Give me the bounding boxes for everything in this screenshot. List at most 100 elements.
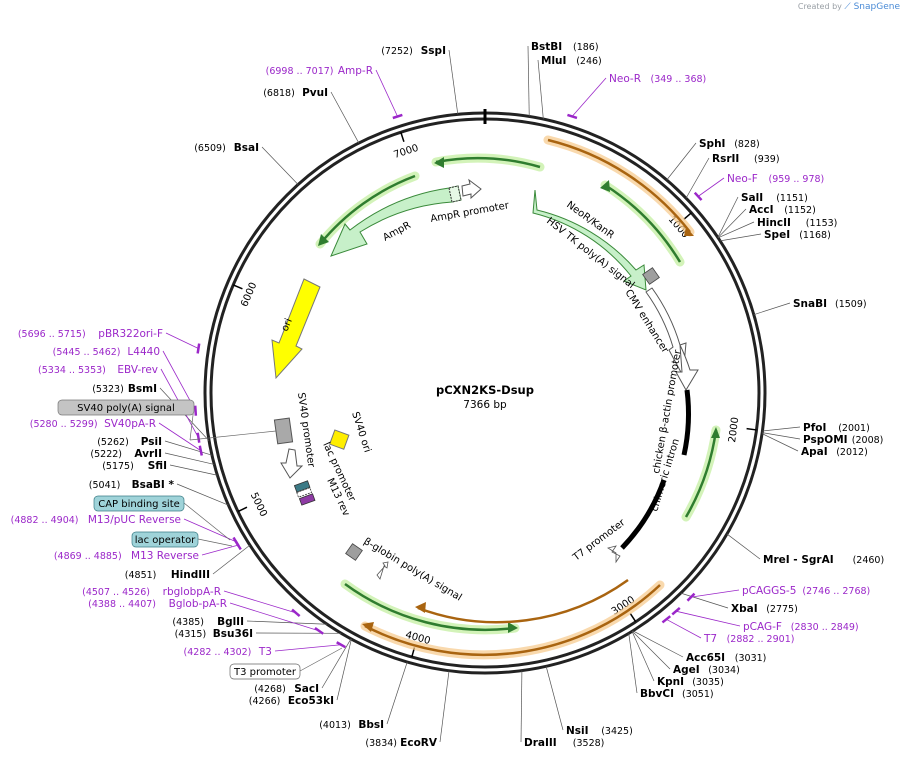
primer-bglob-pa-r[interactable]: Bglob-pA-R	[169, 598, 227, 610]
orf-inner-orange	[417, 578, 629, 624]
primer-m13-puc-reverse[interactable]: M13/pUC Reverse	[88, 514, 181, 526]
site-position: (828)	[734, 139, 760, 150]
site-avrii[interactable]: AvrII	[134, 448, 162, 460]
site-hincii[interactable]: HincII	[757, 217, 791, 229]
site-acci[interactable]: AccI	[749, 204, 773, 216]
sv40-polya-feature[interactable]	[273, 417, 294, 445]
ampr-label: AmpR	[381, 220, 413, 244]
site-sphi[interactable]: SphI	[699, 138, 725, 150]
ampr-promoter-feature[interactable]	[461, 178, 482, 200]
site-leader	[631, 630, 671, 670]
chicken-actin-promoter-head[interactable]	[675, 344, 699, 391]
site-leader	[753, 302, 791, 315]
primer-rbglobpa-r[interactable]: rbglobpA-R	[163, 586, 221, 598]
restriction-sites: BstBI (186) MluI (246) SphI (828) RsrII (939) Sa…	[89, 41, 884, 749]
site-position: (4268)	[254, 684, 286, 695]
site-apai[interactable]: ApaI	[801, 446, 828, 458]
site-leader	[719, 233, 762, 242]
site-leader	[762, 432, 801, 440]
orf-neo-orange-head	[684, 227, 694, 236]
primer-m13-reverse[interactable]: M13 Reverse	[131, 550, 199, 562]
site-nsii[interactable]: NsiI	[566, 725, 589, 737]
site-pfoi[interactable]: PfoI	[803, 422, 826, 434]
hsv-tk-polya-feature[interactable]	[642, 267, 660, 285]
site-sfii[interactable]: SfiI	[148, 460, 167, 472]
primer-l4440[interactable]: L4440	[127, 346, 160, 358]
site-bstbi[interactable]: BstBI	[531, 41, 562, 53]
site-spei[interactable]: SpeI	[764, 229, 790, 241]
site-kpni[interactable]: KpnI	[657, 676, 684, 688]
lac-promoter-feature[interactable]	[296, 487, 313, 498]
orf-top-green	[435, 156, 541, 169]
orf-amp-green	[319, 174, 416, 245]
site-saci[interactable]: SacI	[294, 683, 319, 695]
t3-promoter-feature[interactable]	[376, 561, 389, 580]
primer-pcag-f[interactable]: pCAG-F	[743, 621, 782, 633]
site-eco53ki[interactable]: Eco53kI	[288, 695, 334, 707]
chicken-actin-promoter-feature[interactable]	[681, 389, 691, 456]
primer-leader	[666, 618, 702, 639]
site-pspomi[interactable]: PspOMI	[803, 434, 848, 446]
site-mlui[interactable]: MluI	[541, 55, 566, 67]
site-bsmi[interactable]: BsmI	[128, 383, 157, 395]
site-xbai[interactable]: XbaI	[731, 603, 758, 615]
site-position: (2460)	[853, 555, 885, 566]
site-leader	[761, 433, 799, 452]
primer-amp-r[interactable]: Amp-R	[338, 65, 373, 77]
primer-t7[interactable]: T7	[703, 633, 717, 645]
site-agei[interactable]: AgeI	[673, 664, 700, 676]
site-mrei-sgrai[interactable]: MreI - SgrAI	[763, 554, 834, 566]
ampr-stub	[448, 185, 462, 203]
site-leader	[726, 533, 761, 560]
site-bsai[interactable]: BsaI	[234, 142, 259, 154]
site-sali[interactable]: SalI	[741, 192, 763, 204]
site-bglii[interactable]: BglII	[217, 616, 244, 628]
site-psii[interactable]: PsiI	[141, 436, 162, 448]
primer-neo-f[interactable]: Neo-F	[727, 173, 758, 185]
site-leader	[212, 544, 251, 575]
m13-rev-feature[interactable]	[298, 493, 316, 506]
site-bsu36i[interactable]: Bsu36I	[213, 628, 253, 640]
site-position: (186)	[573, 42, 599, 53]
cmv-enhancer-feature[interactable]	[645, 287, 687, 378]
primer-range: (959 .. 978)	[769, 174, 825, 185]
site-sspi[interactable]: SspI	[421, 45, 446, 57]
site-position: (5175)	[102, 461, 134, 472]
orf-bottom-orange-head	[362, 622, 374, 632]
primer-leader	[697, 177, 725, 197]
t7-promoter-feature[interactable]	[606, 545, 621, 564]
primer-ebv-rev[interactable]: EBV-rev	[117, 364, 158, 376]
site-leader	[527, 45, 530, 117]
primer-t3[interactable]: T3	[258, 646, 272, 658]
site-snabi[interactable]: SnaBI	[793, 298, 827, 310]
primer-neo-r[interactable]: Neo-R	[609, 73, 641, 85]
primer-pcaggs-5[interactable]: pCAGGS-5	[742, 585, 796, 597]
sv40-ori-label: SV40 ori	[349, 411, 372, 454]
neor-feature[interactable]	[532, 189, 647, 291]
site-position: (939)	[754, 154, 780, 165]
site-position: (5323)	[92, 384, 124, 395]
sv40-ori-feature[interactable]	[329, 429, 350, 450]
sv40-promoter-feature[interactable]	[280, 448, 304, 479]
site-rsrii[interactable]: RsrII	[712, 153, 739, 165]
site-leader	[439, 670, 450, 743]
chimeric-intron-feature[interactable]	[620, 479, 667, 550]
site-acc65i[interactable]: Acc65I	[686, 652, 725, 664]
site-bsabi-[interactable]: BsaBI *	[132, 479, 175, 491]
tick-7000	[400, 132, 405, 142]
site-pvui[interactable]: PvuI	[302, 87, 328, 99]
site-position: (3425)	[601, 726, 633, 737]
site-ecorv[interactable]: EcoRV	[400, 737, 438, 749]
site-bbsi[interactable]: BbsI	[358, 719, 384, 731]
primer-sv40pa-r[interactable]: SV40pA-R	[104, 418, 156, 430]
primer-pbr322ori-f[interactable]: pBR322ori-F	[98, 328, 163, 340]
ampr-feature[interactable]	[330, 185, 462, 257]
site-bbvci[interactable]: BbvCI	[640, 688, 674, 700]
ori-feature[interactable]	[271, 278, 321, 380]
site-position: (6509)	[194, 143, 226, 154]
site-position: (3834)	[365, 738, 397, 749]
site-position: (246)	[576, 56, 602, 67]
site-hindiii[interactable]: HindIII	[171, 569, 210, 581]
bglobin-polya-feature[interactable]	[345, 543, 363, 561]
site-draiii[interactable]: DraIII	[524, 737, 557, 749]
